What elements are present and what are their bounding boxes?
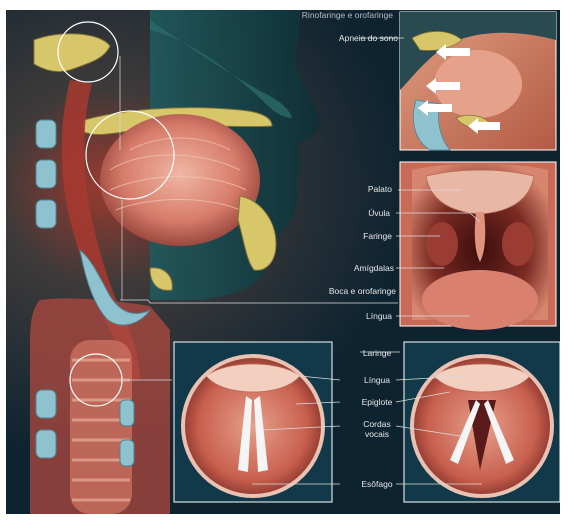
label-apneia: Apneia do sono (339, 33, 398, 43)
label-cordas: Cordas (352, 419, 402, 429)
tongue (100, 114, 260, 246)
label-amigdalas: Amígdalas (354, 263, 394, 273)
label-boca: Boca e orofaringe (329, 286, 396, 296)
trachea (70, 340, 132, 514)
mouth-inset (400, 162, 556, 330)
label-rinofaringe: Rinofaringe e orofaringe (302, 10, 393, 20)
apnea-inset (400, 12, 556, 150)
label-epiglote: Epiglote (350, 397, 404, 407)
label-palato: Palato (368, 184, 392, 194)
label-lingua-bottom: Língua (352, 375, 402, 385)
label-laringe: Laringe (352, 348, 402, 358)
label-vocais: vocais (352, 429, 402, 439)
label-uvula: Úvula (368, 208, 390, 218)
label-esofago: Esôfago (350, 479, 404, 489)
label-faringe: Faringe (363, 231, 392, 241)
label-lingua-top: Língua (366, 311, 392, 321)
larynx-open-inset (404, 342, 560, 502)
larynx-closed-inset (174, 342, 332, 502)
